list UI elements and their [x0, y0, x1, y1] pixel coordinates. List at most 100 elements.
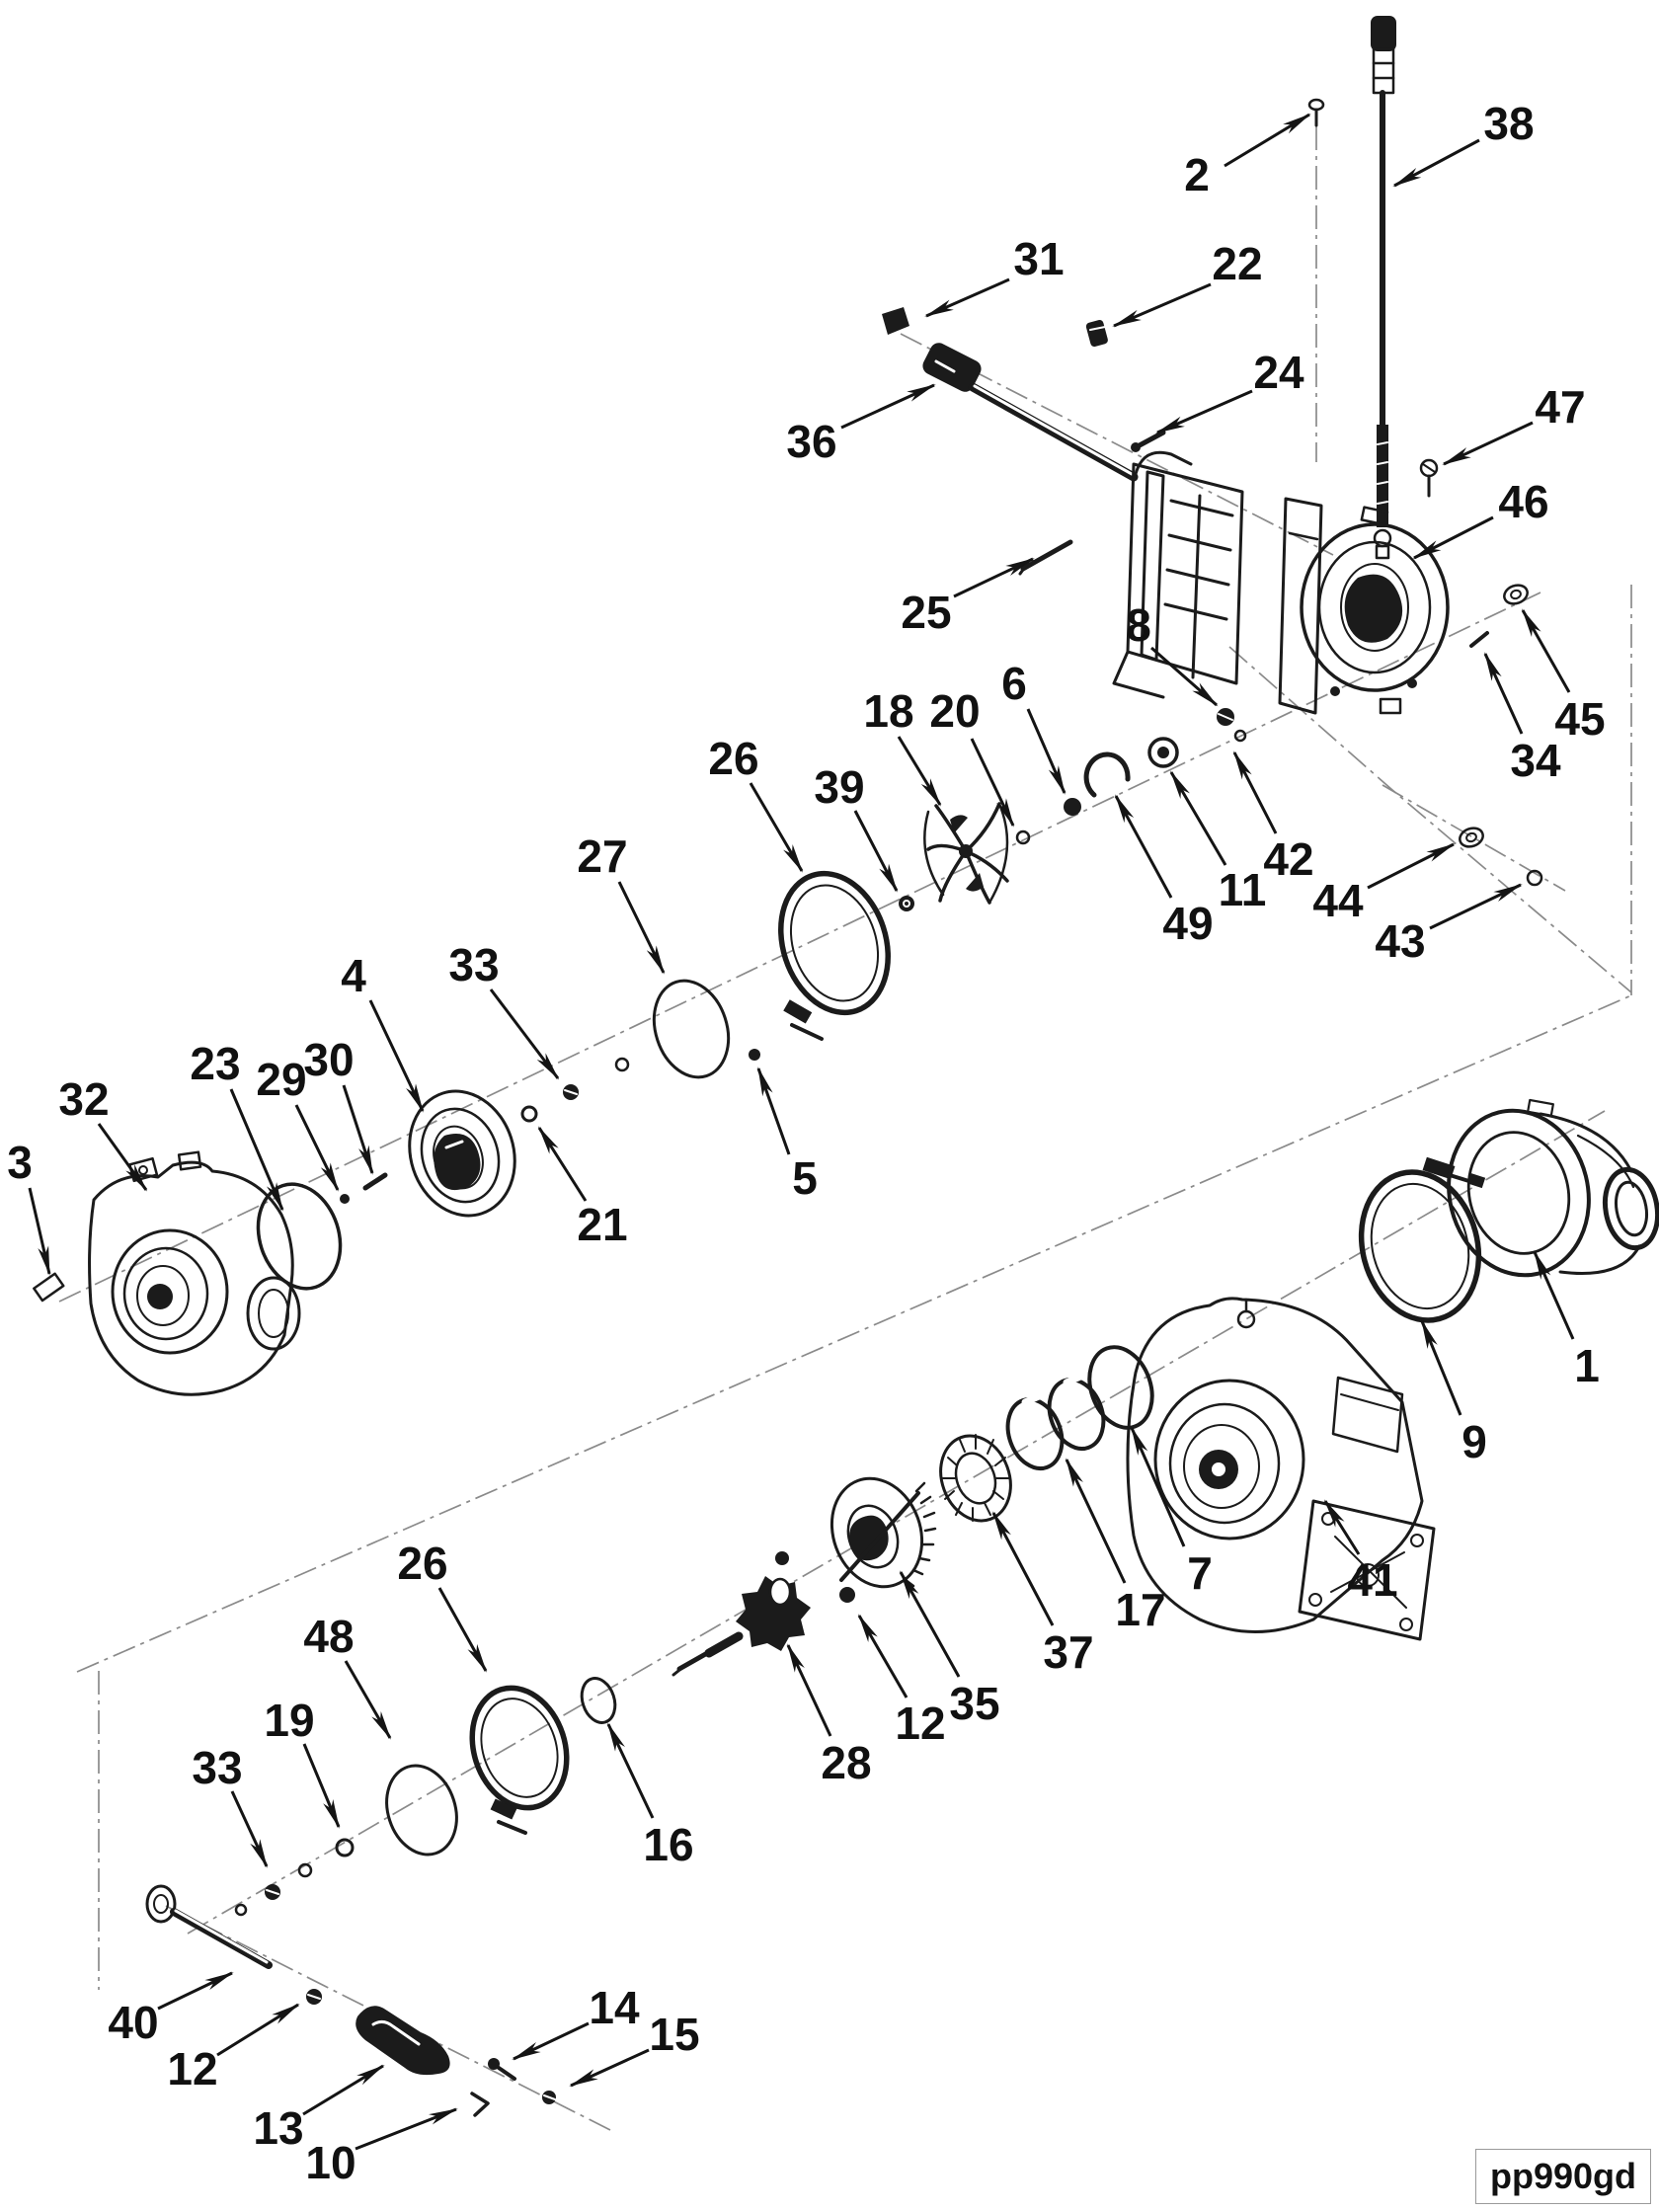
callout-label-2: 2	[1184, 149, 1210, 200]
callout-arrow-11	[1169, 770, 1227, 866]
piston-rings	[1005, 1373, 1106, 1470]
callout-arrow-39	[853, 810, 899, 893]
washer-small-3	[297, 1862, 313, 1878]
callout-arrow-6	[1026, 708, 1066, 795]
callout-label-34: 34	[1510, 735, 1561, 786]
callout-arrow-10	[355, 2107, 458, 2151]
callout-arrow-22	[1112, 282, 1212, 328]
screw-top	[1307, 98, 1325, 127]
callout-arrow-35	[899, 1570, 961, 1678]
callout-arrow-46	[1412, 515, 1494, 560]
screw-actuator	[1419, 458, 1439, 498]
callout-label-6: 6	[1001, 658, 1027, 709]
callout-arrow-42	[1232, 750, 1278, 834]
callout-label-45: 45	[1554, 693, 1605, 745]
callout-label-35: 35	[949, 1678, 999, 1729]
callout-label-44: 44	[1312, 875, 1364, 926]
turbine-housing	[1126, 1297, 1436, 1641]
lower-assembly-axis	[187, 1110, 1606, 1935]
retaining-ring	[520, 1105, 538, 1123]
callout-label-12: 12	[895, 1698, 945, 1749]
callout-label-16: 16	[643, 1819, 693, 1870]
callout-arrow-37	[991, 1511, 1055, 1626]
callout-arrow-14	[512, 2021, 590, 2061]
washer-small-2	[234, 1903, 248, 1917]
callout-label-38: 38	[1483, 98, 1534, 149]
v-band-clamp-turbine	[469, 1685, 570, 1835]
callout-arrow-7	[1130, 1426, 1186, 1547]
pin-small	[1018, 539, 1073, 576]
half-washer	[1083, 751, 1131, 798]
callout-label-43: 43	[1375, 915, 1425, 967]
boundary-diagonal	[76, 994, 1632, 1673]
bracket-nut	[542, 2091, 556, 2104]
callout-label-8: 8	[1126, 599, 1151, 651]
callout-label-7: 7	[1187, 1547, 1213, 1599]
callout-label-26: 26	[397, 1538, 447, 1589]
rod-end-clip	[882, 307, 909, 335]
callout-label-19: 19	[264, 1695, 314, 1746]
callout-arrow-26	[437, 1587, 488, 1673]
upper-assembly-axis	[58, 592, 1541, 1303]
compressor-housing	[88, 1150, 301, 1396]
shaft-nut	[1217, 708, 1234, 726]
callout-arrow-48	[344, 1660, 392, 1740]
callout-label-3: 3	[7, 1137, 33, 1188]
callout-arrow-9	[1420, 1319, 1462, 1416]
callout-label-18: 18	[863, 685, 913, 737]
callout-arrow-47	[1442, 421, 1534, 466]
callout-label-23: 23	[190, 1038, 240, 1089]
roll-pin	[1469, 631, 1489, 648]
callout-arrow-31	[924, 277, 1010, 318]
support-bracket	[356, 2006, 450, 2076]
compressor-wheel	[923, 802, 1009, 905]
callout-label-10: 10	[305, 2137, 356, 2188]
callout-label-1: 1	[1574, 1340, 1600, 1391]
callout-arrow-25	[953, 557, 1035, 598]
callout-arrow-29	[294, 1104, 340, 1192]
washer-tiny	[1233, 729, 1247, 743]
callout-label-46: 46	[1498, 476, 1548, 527]
vgt-actuator	[1278, 497, 1450, 715]
callout-arrow-12	[857, 1614, 908, 1698]
thrust-washer	[1147, 737, 1179, 768]
callout-arrow-12	[216, 2003, 300, 2057]
callout-arrow-36	[840, 383, 936, 430]
callout-label-42: 42	[1263, 833, 1313, 885]
compressor-cover	[408, 1089, 516, 1218]
actuator-control-rod	[1371, 16, 1396, 560]
spacer-ring	[1015, 830, 1031, 845]
callout-arrow-16	[606, 1722, 655, 1819]
callout-label-14: 14	[589, 1982, 640, 2033]
ball-small	[749, 1049, 760, 1061]
callout-label-25: 25	[901, 587, 951, 638]
o-ring-shaft	[580, 1677, 617, 1724]
callout-label-4: 4	[341, 950, 366, 1001]
wastegate-rod	[922, 343, 1139, 482]
retaining-clip	[470, 2092, 490, 2117]
callout-label-17: 17	[1115, 1584, 1165, 1635]
callout-arrow-15	[569, 2048, 650, 2088]
callout-label-24: 24	[1253, 347, 1304, 398]
callout-arrow-32	[97, 1123, 148, 1192]
callout-label-41: 41	[1347, 1554, 1397, 1606]
callout-label-27: 27	[577, 830, 627, 882]
callout-arrow-33	[489, 988, 560, 1080]
callout-arrow-23	[229, 1088, 284, 1212]
callout-label-48: 48	[303, 1611, 354, 1662]
callout-label-37: 37	[1043, 1626, 1093, 1678]
callout-arrow-5	[756, 1066, 791, 1155]
callout-arrow-38	[1392, 138, 1480, 188]
callout-arrow-40	[157, 1971, 234, 2011]
callout-arrow-21	[537, 1126, 588, 1202]
callout-arrow-30	[342, 1084, 374, 1175]
callout-label-15: 15	[649, 2009, 699, 2060]
callout-arrow-18	[897, 736, 942, 807]
boundary-zigzag	[1228, 646, 1632, 993]
dowel-pin	[362, 1172, 388, 1191]
callout-label-36: 36	[786, 416, 836, 467]
callout-label-40: 40	[108, 1997, 158, 2048]
callout-arrow-19	[302, 1743, 341, 1829]
callout-arrow-45	[1521, 608, 1571, 693]
